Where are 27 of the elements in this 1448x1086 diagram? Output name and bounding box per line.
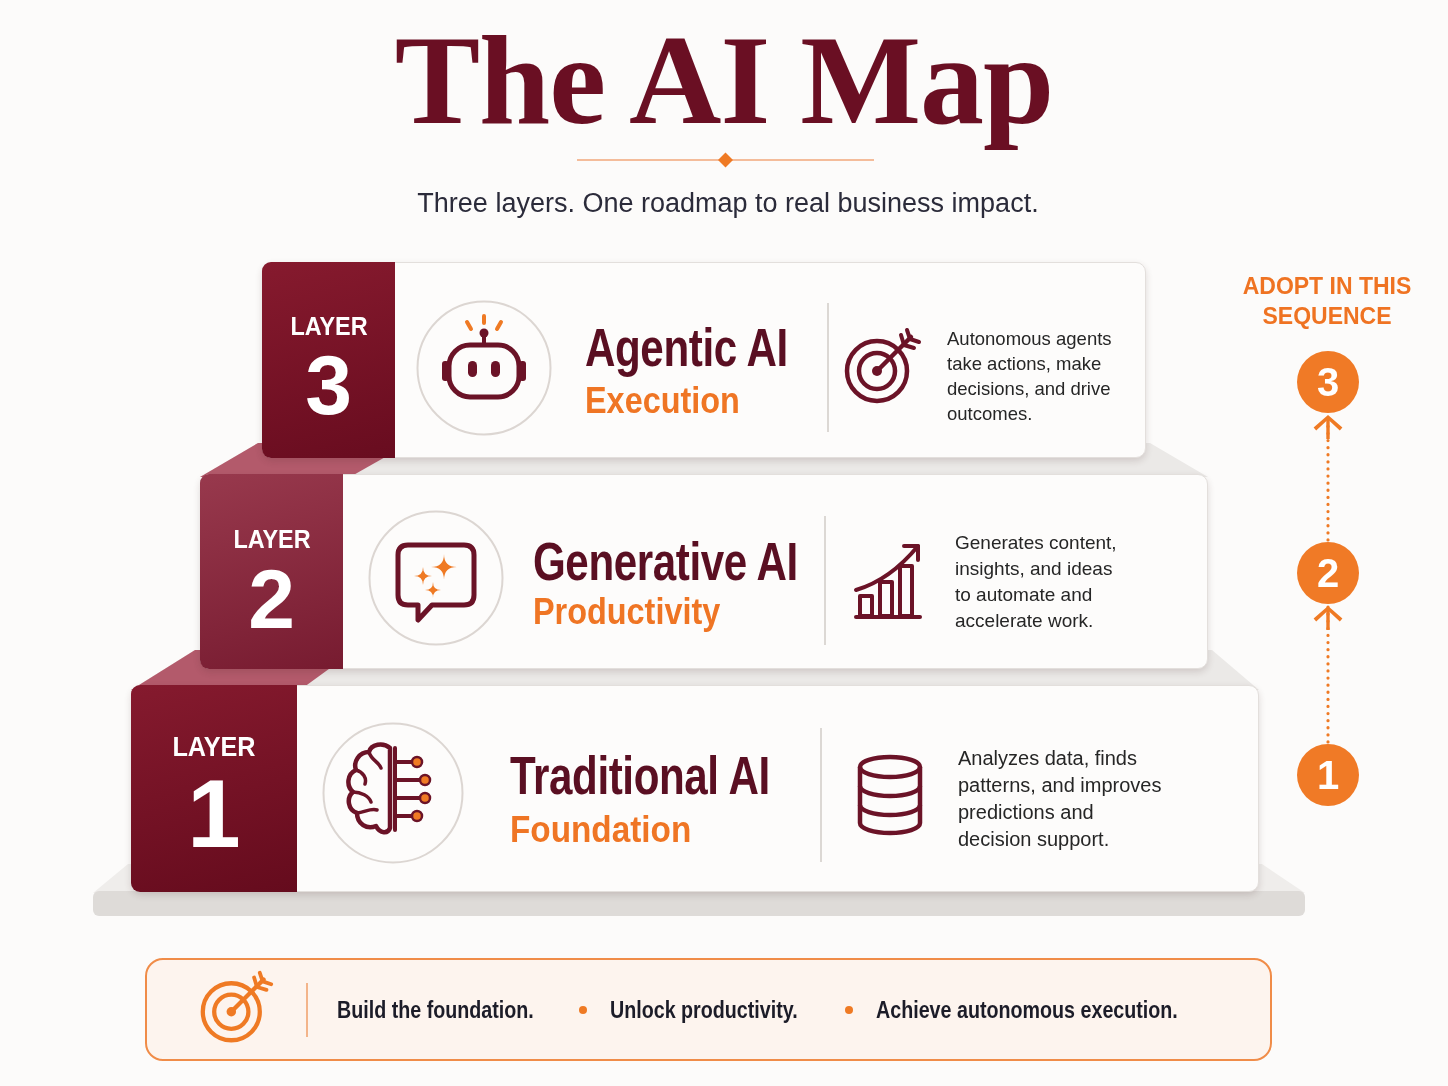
page-title: The AI Map — [394, 8, 1054, 153]
layer-label: LAYER — [289, 312, 368, 339]
summary-text: Unlock productivity. — [610, 998, 798, 1022]
layer-subtitle: Productivity — [533, 594, 721, 631]
subtitle: Three layers. One roadmap to real business impact. — [417, 187, 1039, 219]
layer-subtitle: Execution — [585, 383, 740, 420]
layer-description: Autonomous agents take actions, make decisions, and drive outcomes. — [947, 327, 1113, 426]
layer-label: LAYER — [232, 525, 311, 552]
layer-title: Generative AI — [533, 533, 798, 588]
step-marker: 2 — [1297, 542, 1359, 604]
layer-label: LAYER — [172, 732, 256, 761]
layer-description: Generates content, insights, and ideas to automate and accelerate work. — [955, 531, 1118, 633]
summary-text: Achieve autonomous execution. — [876, 998, 1178, 1022]
layer-number: 2 — [248, 556, 295, 641]
layer-number: 1 — [187, 765, 241, 862]
summary-bar — [145, 958, 1272, 1061]
layer-card — [262, 262, 1146, 458]
layer-description: Analyzes data, finds patterns, and improves predictions and decision support. — [958, 746, 1163, 852]
layer-number: 3 — [305, 342, 352, 427]
layer-subtitle: Foundation — [510, 810, 692, 848]
step-marker: 1 — [1297, 744, 1359, 806]
sequence-heading: ADOPT IN THIS SEQUENCE — [1241, 272, 1413, 331]
layer-card — [131, 685, 1259, 892]
layer-title: Traditional AI — [510, 747, 770, 802]
layer-card — [200, 474, 1208, 669]
summary-text: Build the foundation. — [337, 998, 534, 1022]
step-marker: 3 — [1297, 351, 1359, 413]
